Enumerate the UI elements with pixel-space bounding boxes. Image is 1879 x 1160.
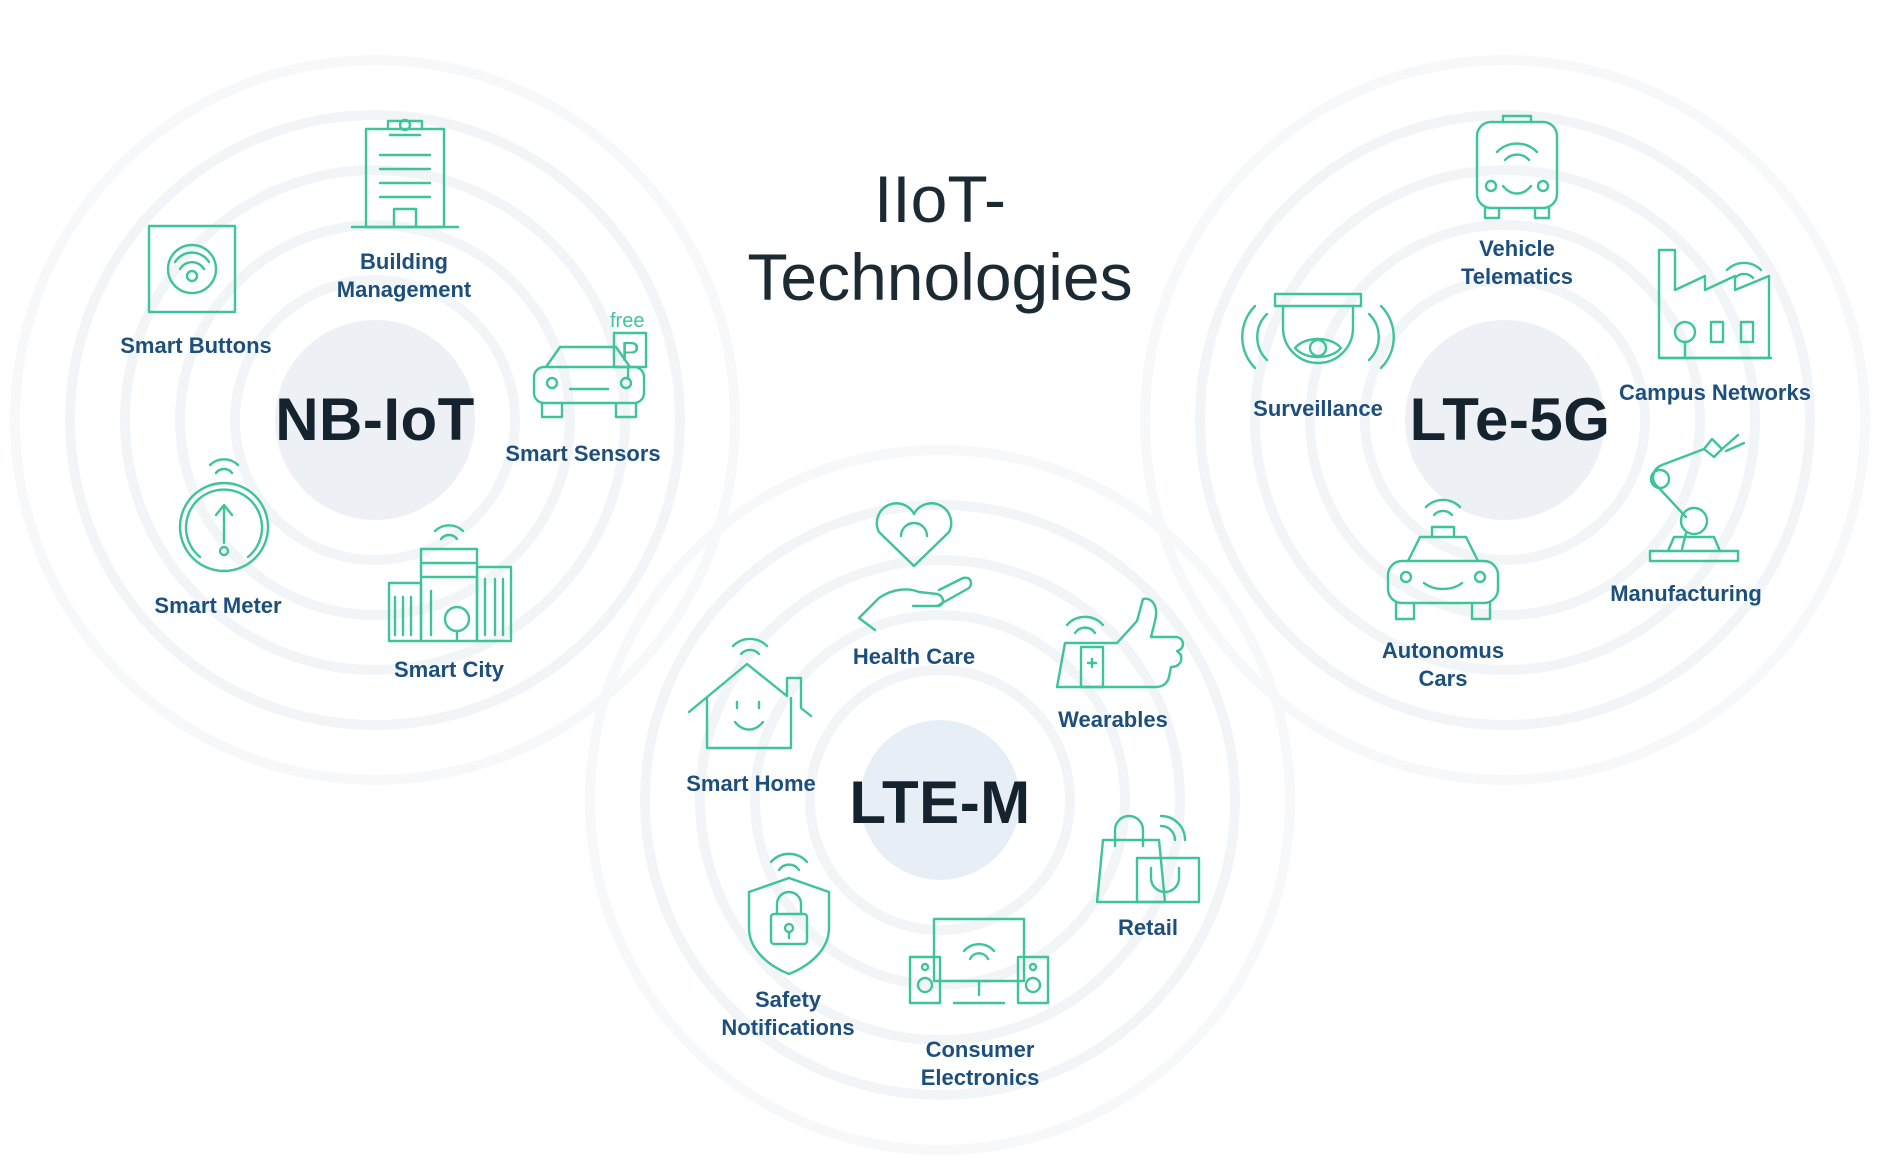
factory-icon: [1657, 248, 1773, 360]
nbiot-rings: [10, 55, 740, 785]
camera-eye-icon: [1241, 292, 1395, 384]
clipboard-building-icon: [350, 115, 460, 233]
title-line-2: Technologies: [747, 240, 1133, 314]
label-smart-sensors: Smart Sensors: [505, 441, 661, 466]
title-line-1: IIoT-: [873, 162, 1007, 236]
parking-car-icon: free P: [528, 305, 653, 425]
label-smart-home: Smart Home: [686, 771, 816, 796]
label-manufacturing: Manufacturing: [1610, 581, 1762, 606]
heart-hand-icon: [853, 502, 975, 633]
lte5g-hub-label: LTe-5G: [1409, 386, 1611, 453]
label-retail: Retail: [1118, 915, 1178, 940]
label-safety-notifications: Safety Notifications: [721, 987, 855, 1040]
shopping-bags-icon: [1093, 806, 1205, 906]
label-vehicle-telematics: Vehicle Telematics: [1460, 236, 1574, 289]
ltem-hub-label: LTE-M: [849, 769, 1031, 836]
parking-sign-letter: P: [621, 336, 640, 367]
label-smart-city: Smart City: [393, 657, 505, 682]
nbiot-core: [275, 320, 475, 520]
ltem-core: [860, 720, 1020, 880]
robot-arm-icon: [1628, 433, 1750, 563]
autonomous-car-icon: [1384, 487, 1502, 623]
label-smart-meter: Smart Meter: [154, 593, 282, 618]
page-title: IIoT- Technologies: [700, 160, 1180, 316]
label-smart-buttons: Smart Buttons: [120, 333, 272, 358]
label-consumer-electronics: Consumer Electronics: [920, 1037, 1040, 1090]
parking-sign-free-text: free: [610, 310, 644, 332]
meter-gauge-icon: [176, 453, 272, 573]
label-wearables: Wearables: [1058, 707, 1168, 732]
label-surveillance: Surveillance: [1253, 396, 1383, 421]
label-campus-networks: Campus Networks: [1619, 380, 1811, 405]
tv-speakers-icon: [908, 917, 1050, 1007]
city-buildings-icon: [385, 517, 515, 647]
label-autonomus-cars: Autonomus Cars: [1381, 638, 1505, 691]
label-building-management: Building Management: [336, 249, 472, 302]
vehicle-front-icon: [1473, 114, 1561, 220]
smart-button-icon: [147, 224, 237, 314]
wearable-thumb-icon: [1053, 593, 1185, 693]
lte5g-core: [1405, 320, 1605, 520]
label-health-care: Health Care: [852, 644, 976, 669]
nbiot-hub-label: NB-IoT: [275, 386, 475, 453]
smart-home-icon: [685, 632, 815, 752]
shield-lock-icon: [745, 850, 833, 976]
lte5g-rings: [1140, 55, 1870, 785]
